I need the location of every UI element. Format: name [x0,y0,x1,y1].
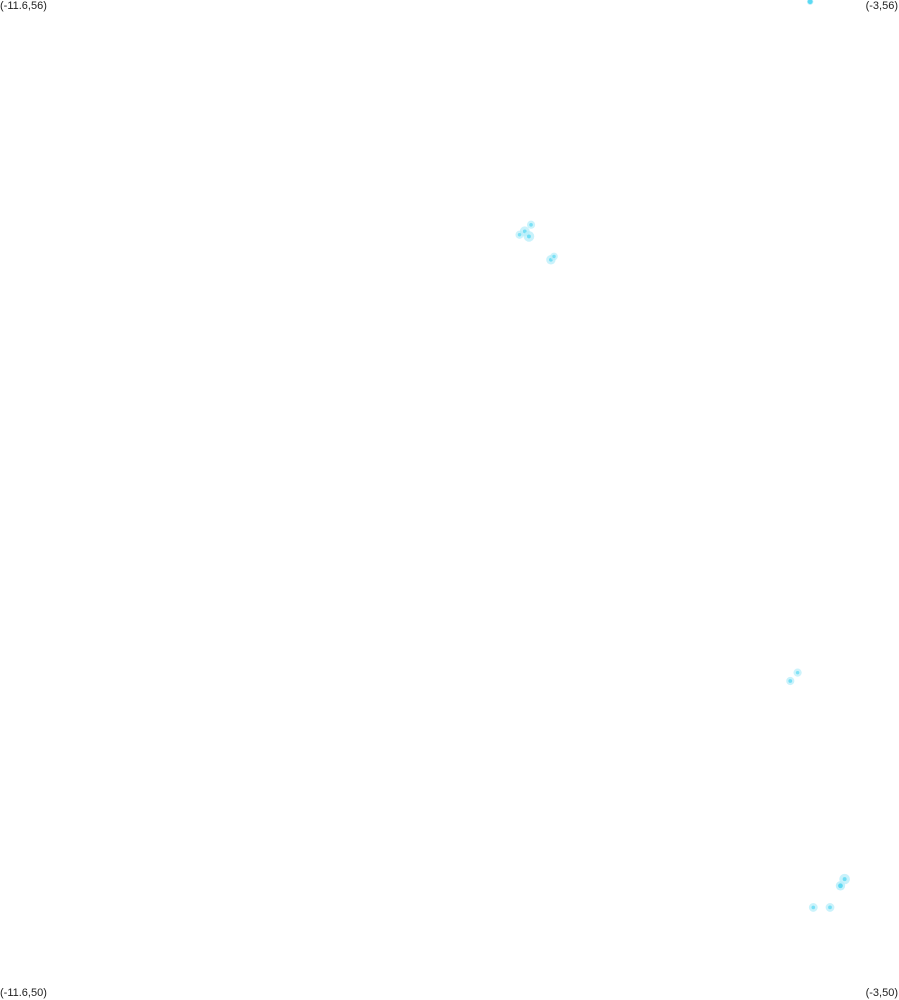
feature-core [811,905,816,910]
feature-core [807,0,813,5]
map-feature-south-west-1 [793,668,802,677]
feature-layer [515,0,850,912]
map-feature-north-point [806,0,814,5]
feature-core [517,233,522,237]
feature-core [552,254,556,259]
feature-core [838,883,843,889]
map-feature-south-4 [808,903,818,912]
feature-core [788,679,793,683]
feature-core [828,905,832,910]
map-feature-south-west-2 [786,676,795,686]
map-feature-cluster-b-2 [550,252,558,261]
feature-core [795,670,800,675]
feature-core [529,222,533,227]
feature-core [526,234,531,239]
map-feature-south-3 [825,903,835,912]
feature-core [842,877,847,882]
map-feature-south-2 [835,881,846,891]
map-feature-cluster-a-4 [515,230,524,239]
corner-label-top-left: (-11.6,56) [0,0,47,12]
corner-label-bottom-right: (-3,50) [865,987,898,999]
corner-label-top-right: (-3,56) [865,0,898,12]
map-feature-cluster-a-3 [526,220,536,229]
map-feature-cluster-a-2 [523,231,535,242]
corner-label-bottom-left: (-11.6,50) [0,987,47,999]
